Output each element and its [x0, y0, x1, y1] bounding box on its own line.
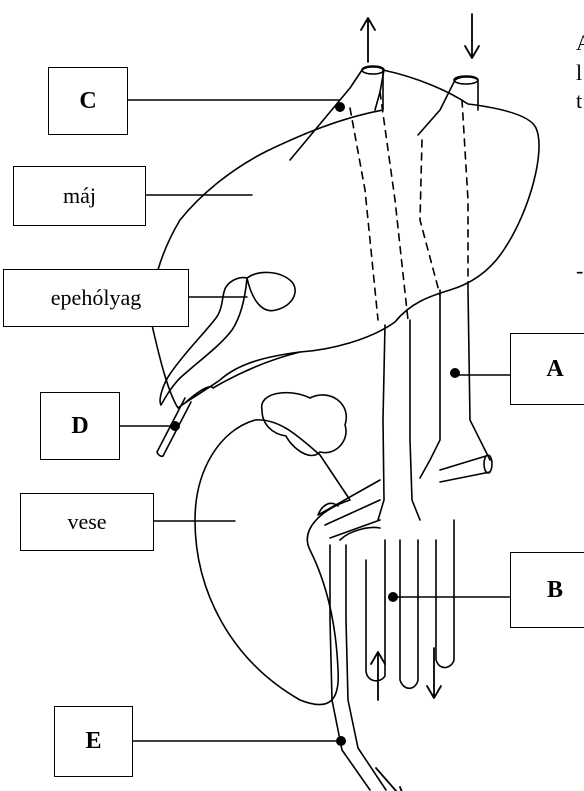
label-d: D	[40, 392, 120, 460]
leader-lines	[120, 100, 510, 741]
hidden-vessels	[350, 92, 468, 320]
kidney-outline	[195, 420, 350, 705]
label-e: E	[54, 706, 133, 777]
clipped-text-4: -	[576, 258, 583, 284]
renal-vessels	[318, 480, 380, 540]
adrenal-gland	[262, 393, 347, 456]
aorta-upper	[418, 77, 478, 135]
label-gallbladder: epehólyag	[3, 269, 189, 327]
label-a: A	[510, 333, 584, 405]
label-c: C	[48, 67, 128, 135]
clipped-text-2: l	[576, 60, 582, 86]
vena-cava-lower	[366, 520, 454, 688]
flow-arrows	[361, 14, 479, 791]
label-liver: máj	[13, 166, 146, 226]
label-b: B	[510, 552, 584, 628]
clipped-text-1: A	[576, 30, 584, 56]
label-kidney: vese	[20, 493, 154, 551]
clipped-text-3: t	[576, 88, 582, 114]
liver-outline	[151, 70, 539, 408]
pointer-dot-a	[450, 368, 460, 378]
bile-duct	[186, 352, 300, 402]
